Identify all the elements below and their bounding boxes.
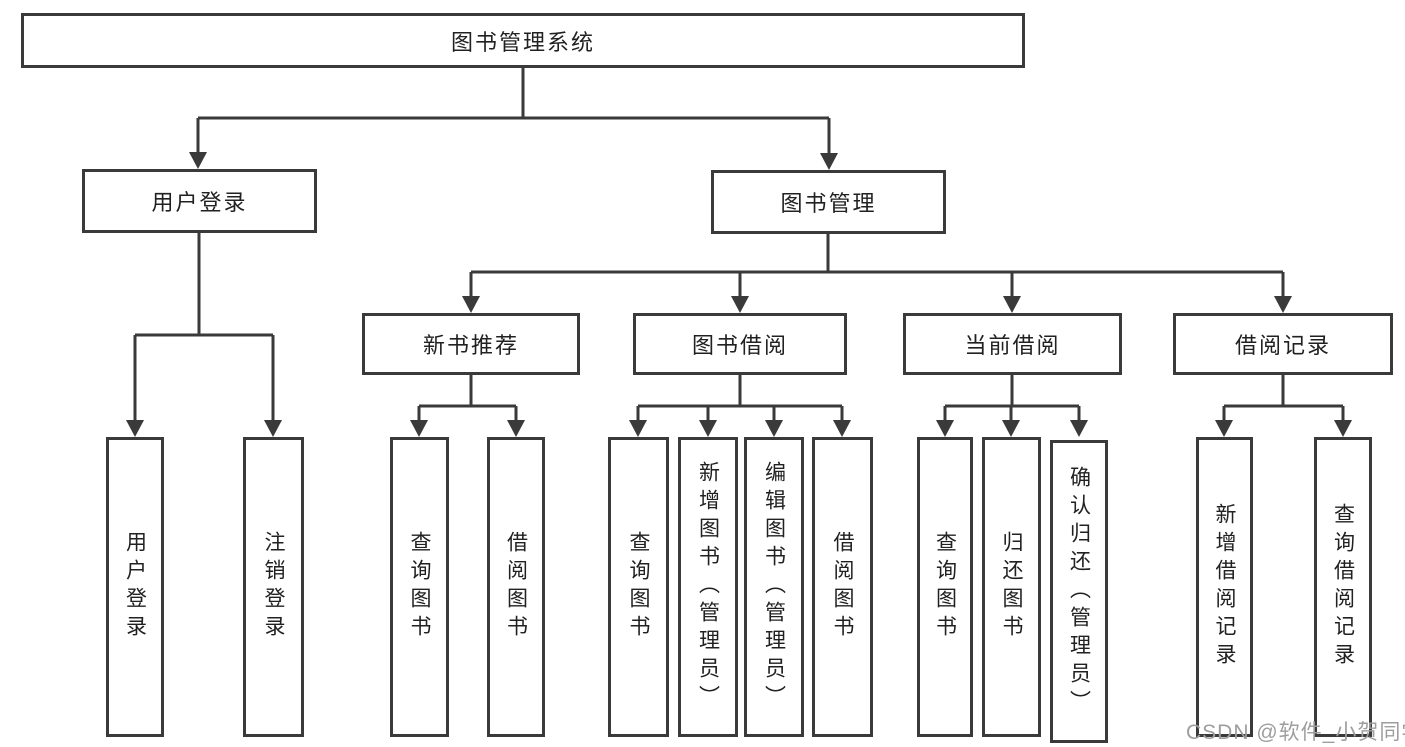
node-current-borrowing: 当前借阅 — [903, 313, 1122, 375]
node-user-login: 用户登录 — [82, 169, 317, 233]
leaf-borrow-books-recommend-label: 借阅图书 — [504, 531, 528, 643]
leaf-logout-label: 注销登录 — [262, 531, 285, 643]
connector-book-borrow — [629, 375, 851, 437]
connector-current-borrow — [936, 375, 1088, 437]
node-new-book-recommend: 新书推荐 — [362, 313, 580, 375]
connector-user-login — [126, 233, 282, 437]
csdn-watermark: CSDN @软件_小贺同学 — [1186, 721, 1405, 744]
node-root-system: 图书管理系统 — [21, 13, 1025, 68]
node-new-book-recommend-label: 新书推荐 — [422, 333, 519, 358]
node-book-borrowing-label: 图书借阅 — [691, 333, 788, 358]
node-user-login-label: 用户登录 — [151, 190, 248, 215]
leaf-confirm-return-admin: 确认归还（管理员） — [1050, 440, 1108, 743]
node-borrow-records-label: 借阅记录 — [1234, 333, 1331, 358]
node-book-management-label: 图书管理 — [780, 191, 877, 216]
leaf-query-books-recommend-label: 查询图书 — [408, 531, 431, 643]
leaf-query-books-recommend: 查询图书 — [390, 437, 449, 737]
connector-root — [189, 68, 838, 170]
leaf-query-books-current: 查询图书 — [917, 437, 973, 737]
leaf-query-borrow-record-label: 查询借阅记录 — [1331, 503, 1355, 671]
leaf-add-borrow-record: 新增借阅记录 — [1196, 437, 1253, 737]
connector-borrow-record — [1215, 375, 1352, 437]
leaf-return-book: 归还图书 — [982, 437, 1041, 737]
leaf-add-borrow-record-label: 新增借阅记录 — [1213, 503, 1236, 671]
leaf-user-login: 用户登录 — [106, 437, 164, 737]
leaf-query-books-borrowing-label: 查询图书 — [627, 531, 650, 643]
node-book-management: 图书管理 — [711, 170, 946, 234]
leaf-add-book-admin-label: 新增图书（管理员） — [696, 461, 720, 713]
leaf-query-books-borrowing: 查询图书 — [608, 437, 669, 737]
leaf-borrow-books: 借阅图书 — [812, 437, 873, 737]
leaf-borrow-books-label: 借阅图书 — [831, 531, 854, 643]
leaf-borrow-books-recommend: 借阅图书 — [487, 437, 545, 737]
node-root-label: 图书管理系统 — [450, 29, 595, 55]
node-borrow-records: 借阅记录 — [1173, 313, 1393, 375]
leaf-return-book-label: 归还图书 — [1000, 531, 1023, 643]
leaf-query-borrow-record: 查询借阅记录 — [1314, 437, 1372, 737]
leaf-edit-book-admin: 编辑图书（管理员） — [744, 437, 804, 737]
leaf-add-book-admin: 新增图书（管理员） — [678, 437, 738, 737]
leaf-edit-book-admin-label: 编辑图书（管理员） — [762, 461, 786, 713]
connector-book-mgmt — [462, 234, 1292, 313]
node-book-borrowing: 图书借阅 — [633, 313, 847, 375]
leaf-logout: 注销登录 — [243, 437, 304, 737]
leaf-user-login-label: 用户登录 — [123, 531, 147, 643]
node-current-borrowing-label: 当前借阅 — [964, 333, 1061, 358]
connector-new-book — [410, 375, 525, 437]
leaf-query-books-current-label: 查询图书 — [933, 531, 957, 643]
leaf-confirm-return-admin-label: 确认归还（管理员） — [1067, 465, 1091, 718]
